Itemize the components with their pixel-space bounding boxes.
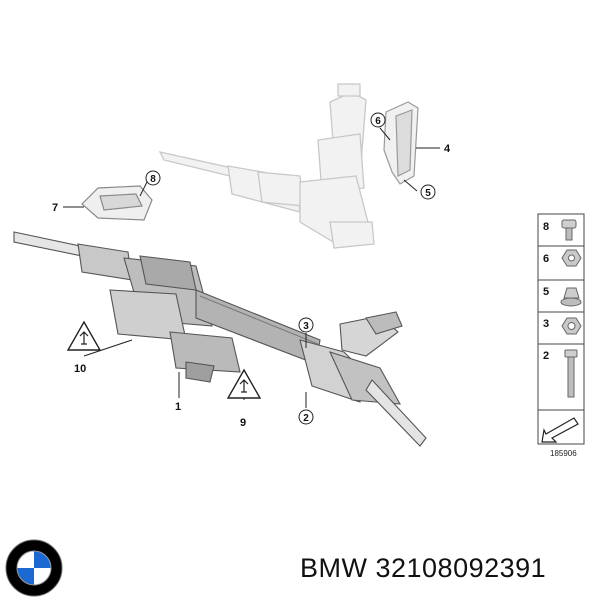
legend-num: 6 — [543, 253, 549, 265]
part-number-caption: BMW 32108092391 — [300, 553, 547, 583]
svg-text:3: 3 — [303, 321, 309, 332]
callout-7: 7 — [52, 202, 58, 214]
bracket-part — [81, 185, 153, 221]
long-bolt-icon — [564, 349, 578, 398]
callout-8: 8 — [145, 170, 161, 186]
warning-triangle-icon — [226, 368, 262, 399]
callout-1: 1 — [175, 401, 181, 413]
callout-9: 9 — [240, 417, 246, 429]
svg-text:6: 6 — [375, 116, 381, 127]
leader-lines — [63, 127, 440, 408]
hex-nut-icon — [561, 249, 582, 267]
warning-triangle-icon — [66, 320, 102, 351]
svg-text:2: 2 — [303, 413, 309, 424]
callout-6: 6 — [370, 112, 386, 128]
collar-nut-icon — [561, 317, 582, 335]
legend-num: 8 — [543, 221, 549, 233]
heat-shield-part — [383, 101, 419, 185]
reference-number: 185906 — [550, 449, 577, 458]
fastener-legend: 8 6 5 3 2 — [537, 213, 585, 445]
legend-num: 2 — [543, 350, 549, 362]
steering-rack-part — [13, 231, 427, 447]
legend-num: 5 — [543, 286, 549, 298]
callout-4: 4 — [444, 143, 451, 155]
arrow-symbol-icon — [541, 417, 579, 443]
legend-num: 3 — [543, 318, 549, 330]
ghost-steering-column — [158, 83, 375, 249]
svg-text:5: 5 — [425, 188, 431, 199]
svg-text:8: 8 — [150, 174, 156, 185]
callout-10: 10 — [74, 363, 86, 375]
callout-2: 2 — [298, 409, 314, 425]
callout-3: 3 — [298, 317, 314, 333]
flange-nut-icon — [560, 287, 582, 307]
torx-bolt-icon — [561, 219, 577, 241]
callout-5: 5 — [420, 184, 436, 200]
bmw-logo-icon — [5, 539, 63, 597]
